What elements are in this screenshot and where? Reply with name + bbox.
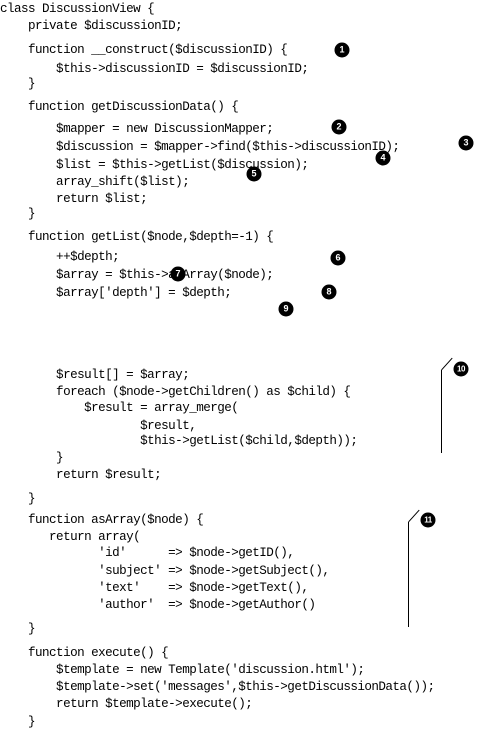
callout-marker-9: 9 <box>278 301 294 317</box>
callout-marker-4: 4 <box>375 150 391 166</box>
bracket-11-tick <box>408 509 420 523</box>
code-line: $template = new Template('discussion.htm… <box>0 663 365 677</box>
callout-marker-6: 6 <box>330 250 346 266</box>
code-line: } <box>0 451 64 465</box>
code-line: function execute() { <box>0 646 169 660</box>
callout-marker-11: 11 <box>420 512 436 528</box>
code-line: return array( <box>0 530 141 544</box>
code-line: return $list; <box>0 192 148 206</box>
callout-marker-8: 8 <box>321 284 337 300</box>
code-line: 'id' => $node->getID(), <box>0 546 295 560</box>
code-line: $mapper = new DiscussionMapper; <box>0 122 274 136</box>
code-line: } <box>0 492 36 506</box>
code-line: } <box>0 77 36 91</box>
callout-marker-5: 5 <box>246 166 262 182</box>
code-line: ++$depth; <box>0 250 120 264</box>
code-line: $this->discussionID = $discussionID; <box>0 62 309 76</box>
bracket-11-line <box>408 522 410 627</box>
bracket-10-tick <box>441 357 453 371</box>
code-line: $list = $this->getList($discussion); <box>0 158 309 172</box>
code-line: $this->getList($child,$depth)); <box>0 434 358 448</box>
code-line: } <box>0 622 36 636</box>
code-line: } <box>0 207 36 221</box>
code-line: function asArray($node) { <box>0 513 204 527</box>
code-line: $result = array_merge( <box>0 401 239 415</box>
callout-marker-3: 3 <box>458 135 474 151</box>
code-line: 'author' => $node->getAuthor() <box>0 598 316 612</box>
code-line: return $template->execute(); <box>0 697 253 711</box>
code-line: class DiscussionView { <box>0 2 155 16</box>
code-line: return $result; <box>0 468 162 482</box>
code-line: $discussion = $mapper->find($this->discu… <box>0 140 400 154</box>
code-line: $array['depth'] = $depth; <box>0 286 232 300</box>
code-line: $result[] = $array; <box>0 368 190 382</box>
code-line: 'subject' => $node->getSubject(), <box>0 564 330 578</box>
code-line: $template->set('messages',$this->getDisc… <box>0 680 435 694</box>
code-line: array_shift($list); <box>0 175 190 189</box>
callout-marker-2: 2 <box>331 119 347 135</box>
code-line: function __construct($discussionID) { <box>0 43 288 57</box>
code-line: function getList($node,$depth=-1) { <box>0 230 274 244</box>
code-line: } <box>0 715 36 729</box>
code-line: $array = $this->asArray($node); <box>0 268 274 282</box>
bracket-10-line <box>441 370 443 453</box>
callout-marker-7: 7 <box>170 266 186 282</box>
code-line: $result, <box>0 419 197 433</box>
code-line: private $discussionID; <box>0 19 183 33</box>
code-line: function getDiscussionData() { <box>0 100 239 114</box>
callout-marker-1: 1 <box>334 42 350 58</box>
code-line: foreach ($node->getChildren() as $child)… <box>0 385 351 399</box>
code-line: 'text' => $node->getText(), <box>0 581 309 595</box>
callout-marker-10: 10 <box>453 361 469 377</box>
